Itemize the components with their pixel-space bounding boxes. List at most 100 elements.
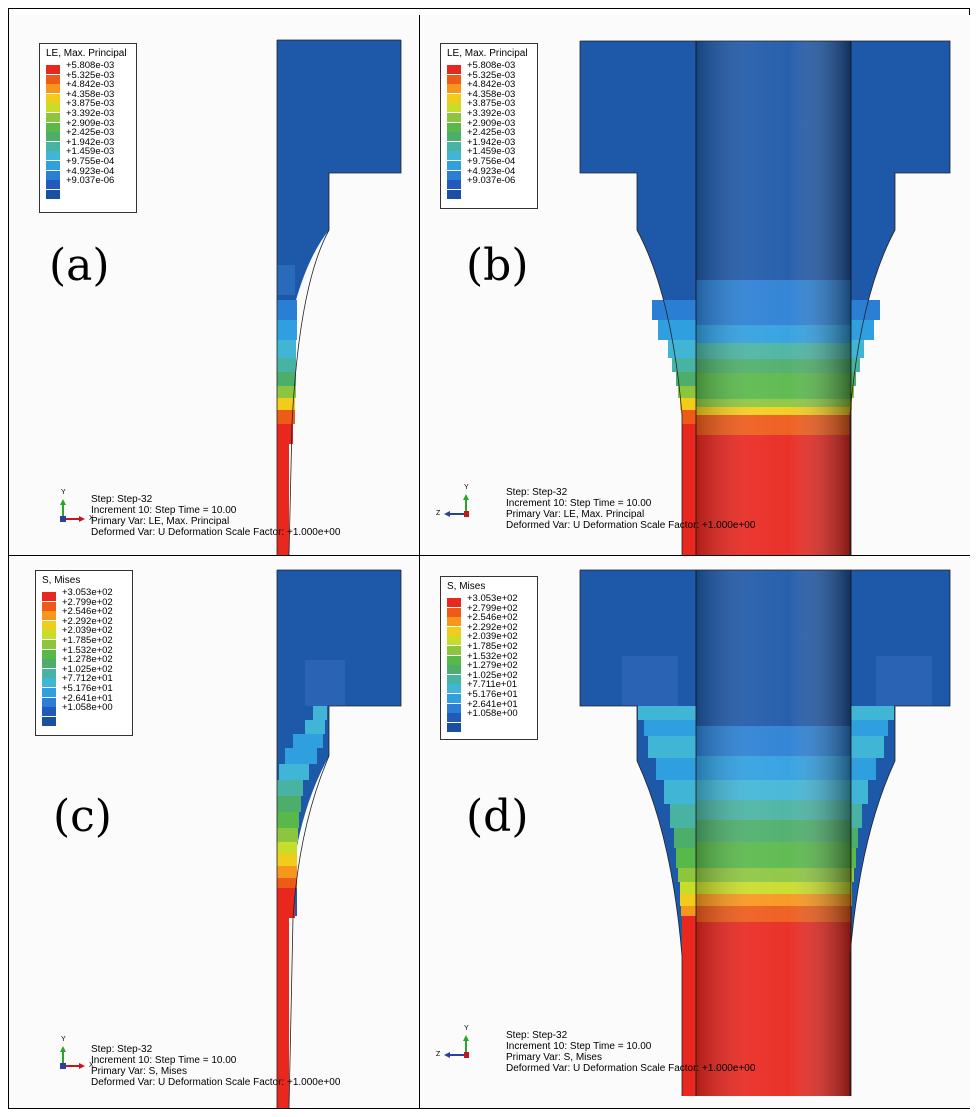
legend-value: +2.039e+02 xyxy=(467,631,518,643)
legend-value: +9.756e-04 xyxy=(467,156,516,167)
legend-swatch xyxy=(46,189,60,199)
contour-plot-a xyxy=(9,15,419,555)
legend-value: +1.025e+02 xyxy=(62,663,113,675)
legend-value: +9.037e-06 xyxy=(66,175,115,187)
increment-label: Increment 10: Step Time = 10.00 xyxy=(91,505,237,516)
legend-swatch xyxy=(46,84,60,94)
legend-swatch xyxy=(447,189,461,199)
deformed-var-label: Deformed Var: U Deformation Scale Factor… xyxy=(91,1077,341,1088)
legend-swatch xyxy=(447,665,461,675)
step-info-c: Step: Step-32 Increment 10: Step Time = … xyxy=(91,1044,340,1088)
legend-d: S, Mises +3.053e+02+2.799e+02+2.546e+02+… xyxy=(440,576,538,740)
legend-swatch xyxy=(42,668,56,678)
legend-value: +3.875e-03 xyxy=(467,98,516,110)
legend-swatch xyxy=(46,161,60,170)
legend-title: LE, Max. Principal xyxy=(447,48,528,59)
legend-value: +2.425e-03 xyxy=(467,127,516,139)
legend-swatch xyxy=(447,607,461,617)
legend-value: +2.799e+02 xyxy=(62,596,113,608)
legend-swatch xyxy=(46,65,60,74)
legend-swatch xyxy=(42,592,56,601)
legend-value: +2.546e+02 xyxy=(62,606,113,618)
legend-value: +2.292e+02 xyxy=(467,621,518,633)
legend-value: +2.546e+02 xyxy=(467,612,518,624)
legend-value: +9.037e-06 xyxy=(467,175,516,187)
legend-value: +2.641e+01 xyxy=(62,692,113,704)
axis-triad-a: Y X xyxy=(53,489,113,525)
legend-value: +2.909e-03 xyxy=(467,117,516,129)
axis-z-label: Z xyxy=(436,1051,441,1058)
legend-swatch xyxy=(42,678,56,688)
panel-label-c: (c) xyxy=(53,791,112,842)
axis-x-label: X xyxy=(89,1062,94,1069)
legend-value: +5.325e-03 xyxy=(467,69,516,81)
legend-title: S, Mises xyxy=(42,575,81,586)
step-label: Step: Step-32 xyxy=(506,1030,568,1041)
legend-swatch xyxy=(46,170,60,180)
legend-swatch xyxy=(447,646,461,655)
legend-swatch xyxy=(447,103,461,113)
legend-swatch xyxy=(447,617,461,627)
legend-value: +1.459e-03 xyxy=(467,146,516,158)
axis-z-label: Z xyxy=(436,510,441,517)
panel-a: LE, Max. Principal +5.808e-03+5.325e-03+… xyxy=(9,15,419,555)
legend-swatch xyxy=(46,103,60,113)
legend-swatch xyxy=(447,74,461,84)
legend-value: +9.755e-04 xyxy=(66,156,115,167)
legend-swatch xyxy=(447,713,461,723)
legend-value: +1.942e-03 xyxy=(467,136,516,148)
deformed-var-label: Deformed Var: U Deformation Scale Factor… xyxy=(91,527,341,538)
legend-value: +3.053e+02 xyxy=(62,587,113,598)
increment-label: Increment 10: Step Time = 10.00 xyxy=(506,498,652,509)
legend-value: +3.392e-03 xyxy=(66,108,115,119)
increment-label: Increment 10: Step Time = 10.00 xyxy=(506,1041,652,1052)
panel-label-d: (d) xyxy=(466,791,529,842)
step-info-b: Step: Step-32 Increment 10: Step Time = … xyxy=(506,487,755,531)
axis-y-label: Y xyxy=(464,484,469,491)
legend-swatch xyxy=(447,674,461,684)
panel-c: S, Mises +3.053e+02+2.799e+02+2.546e+02+… xyxy=(9,556,419,1108)
legend-swatch xyxy=(447,684,461,694)
legend-swatch xyxy=(447,636,461,646)
legend-swatch xyxy=(46,113,60,122)
legend-swatch xyxy=(447,65,461,74)
legend-swatch xyxy=(42,630,56,640)
legend-swatch xyxy=(447,722,461,732)
legend-swatch xyxy=(447,598,461,607)
legend-value: +5.176e+01 xyxy=(62,683,113,694)
legend-value: +4.842e-03 xyxy=(467,79,516,91)
legend-value: +5.808e-03 xyxy=(467,60,516,71)
axis-triad-b: Y Z xyxy=(436,484,496,520)
legend-value: +3.392e-03 xyxy=(467,108,516,119)
primary-var-label: Primary Var: LE, Max. Principal xyxy=(91,516,230,527)
legend-value: +1.532e+02 xyxy=(467,650,518,662)
legend-swatch xyxy=(42,611,56,621)
legend-swatch xyxy=(447,180,461,190)
legend-value: +1.785e+02 xyxy=(467,641,518,652)
legend-value: +4.842e-03 xyxy=(66,79,115,91)
legend-swatch xyxy=(447,703,461,713)
legend-swatch xyxy=(42,716,56,726)
legend-swatch xyxy=(447,141,461,151)
legend-value: +2.292e+02 xyxy=(62,615,113,627)
legend-value: +7.711e+01 xyxy=(467,679,518,691)
axis-x-label: X xyxy=(89,515,94,522)
legend-value: +1.459e-03 xyxy=(66,146,115,158)
legend-value: +3.875e-03 xyxy=(66,98,115,110)
deformed-var-label: Deformed Var: U Deformation Scale Factor… xyxy=(506,520,756,531)
panel-label-a: (a) xyxy=(49,240,110,291)
legend-swatch xyxy=(46,180,60,190)
step-label: Step: Step-32 xyxy=(91,1044,153,1055)
legend-swatch xyxy=(447,170,461,180)
legend-value: +4.358e-03 xyxy=(467,88,516,100)
legend-swatch xyxy=(447,84,461,94)
step-label: Step: Step-32 xyxy=(506,487,568,498)
legend-swatch xyxy=(447,626,461,636)
legend-value: +1.278e+02 xyxy=(62,654,113,666)
legend-swatch xyxy=(42,707,56,717)
axis-triad-c: Y X xyxy=(53,1036,113,1072)
legend-swatch xyxy=(46,141,60,151)
step-info-a: Step: Step-32 Increment 10: Step Time = … xyxy=(91,494,340,538)
legend-swatch xyxy=(447,132,461,142)
legend-title: LE, Max. Principal xyxy=(46,48,127,59)
